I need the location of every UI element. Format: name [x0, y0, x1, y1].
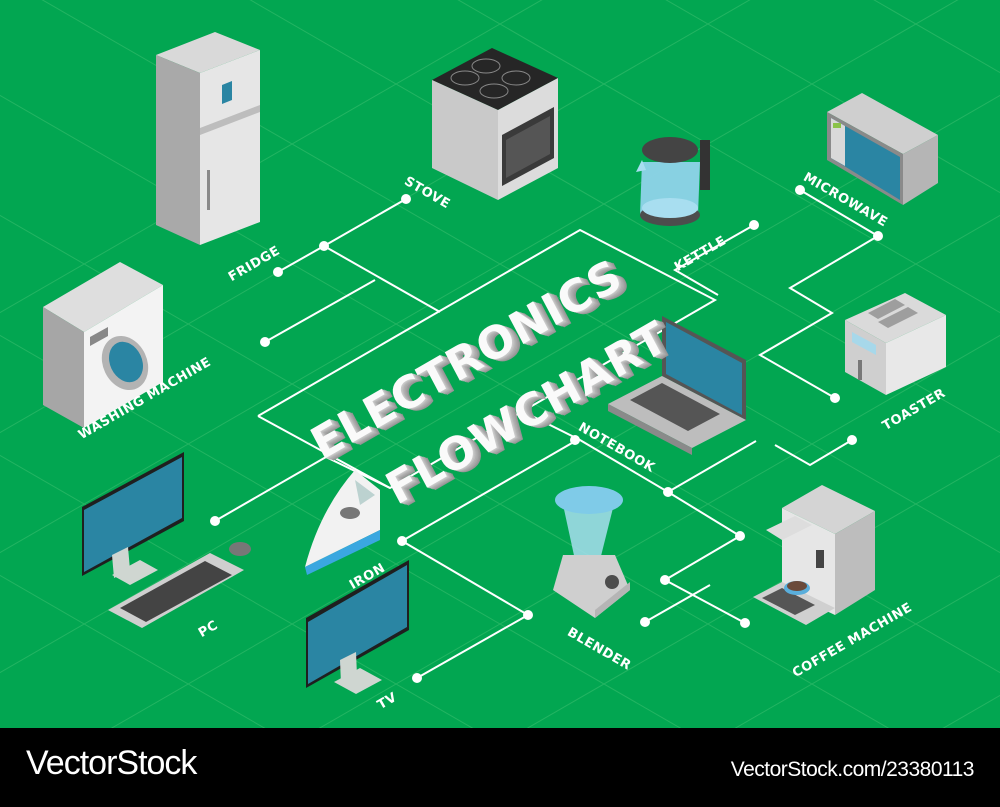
tv-icon — [306, 560, 409, 694]
desktop-computer-icon — [82, 452, 251, 628]
coffee-machine-icon — [753, 485, 875, 625]
stove-icon — [432, 48, 558, 200]
footer-reference: VectorStock.com/23380113 — [730, 758, 975, 781]
microwave-icon — [827, 93, 938, 205]
kettle-icon — [636, 137, 710, 226]
flowchart-canvas: ELECTRONICS FLOWCHART FRIDGE STOVE KETTL… — [0, 0, 1000, 728]
flowchart-graphics — [0, 0, 1000, 728]
fridge-icon — [156, 32, 260, 245]
laptop-icon — [608, 316, 746, 455]
watermark-footer: VectorStock VectorStock.com/23380113 — [0, 728, 1000, 807]
iron-icon — [305, 470, 380, 575]
toaster-icon — [845, 293, 946, 395]
connector-dots — [210, 185, 883, 683]
footer-brand: VectorStock — [26, 744, 197, 782]
blender-icon — [553, 486, 630, 618]
washing-machine-icon — [43, 262, 163, 428]
